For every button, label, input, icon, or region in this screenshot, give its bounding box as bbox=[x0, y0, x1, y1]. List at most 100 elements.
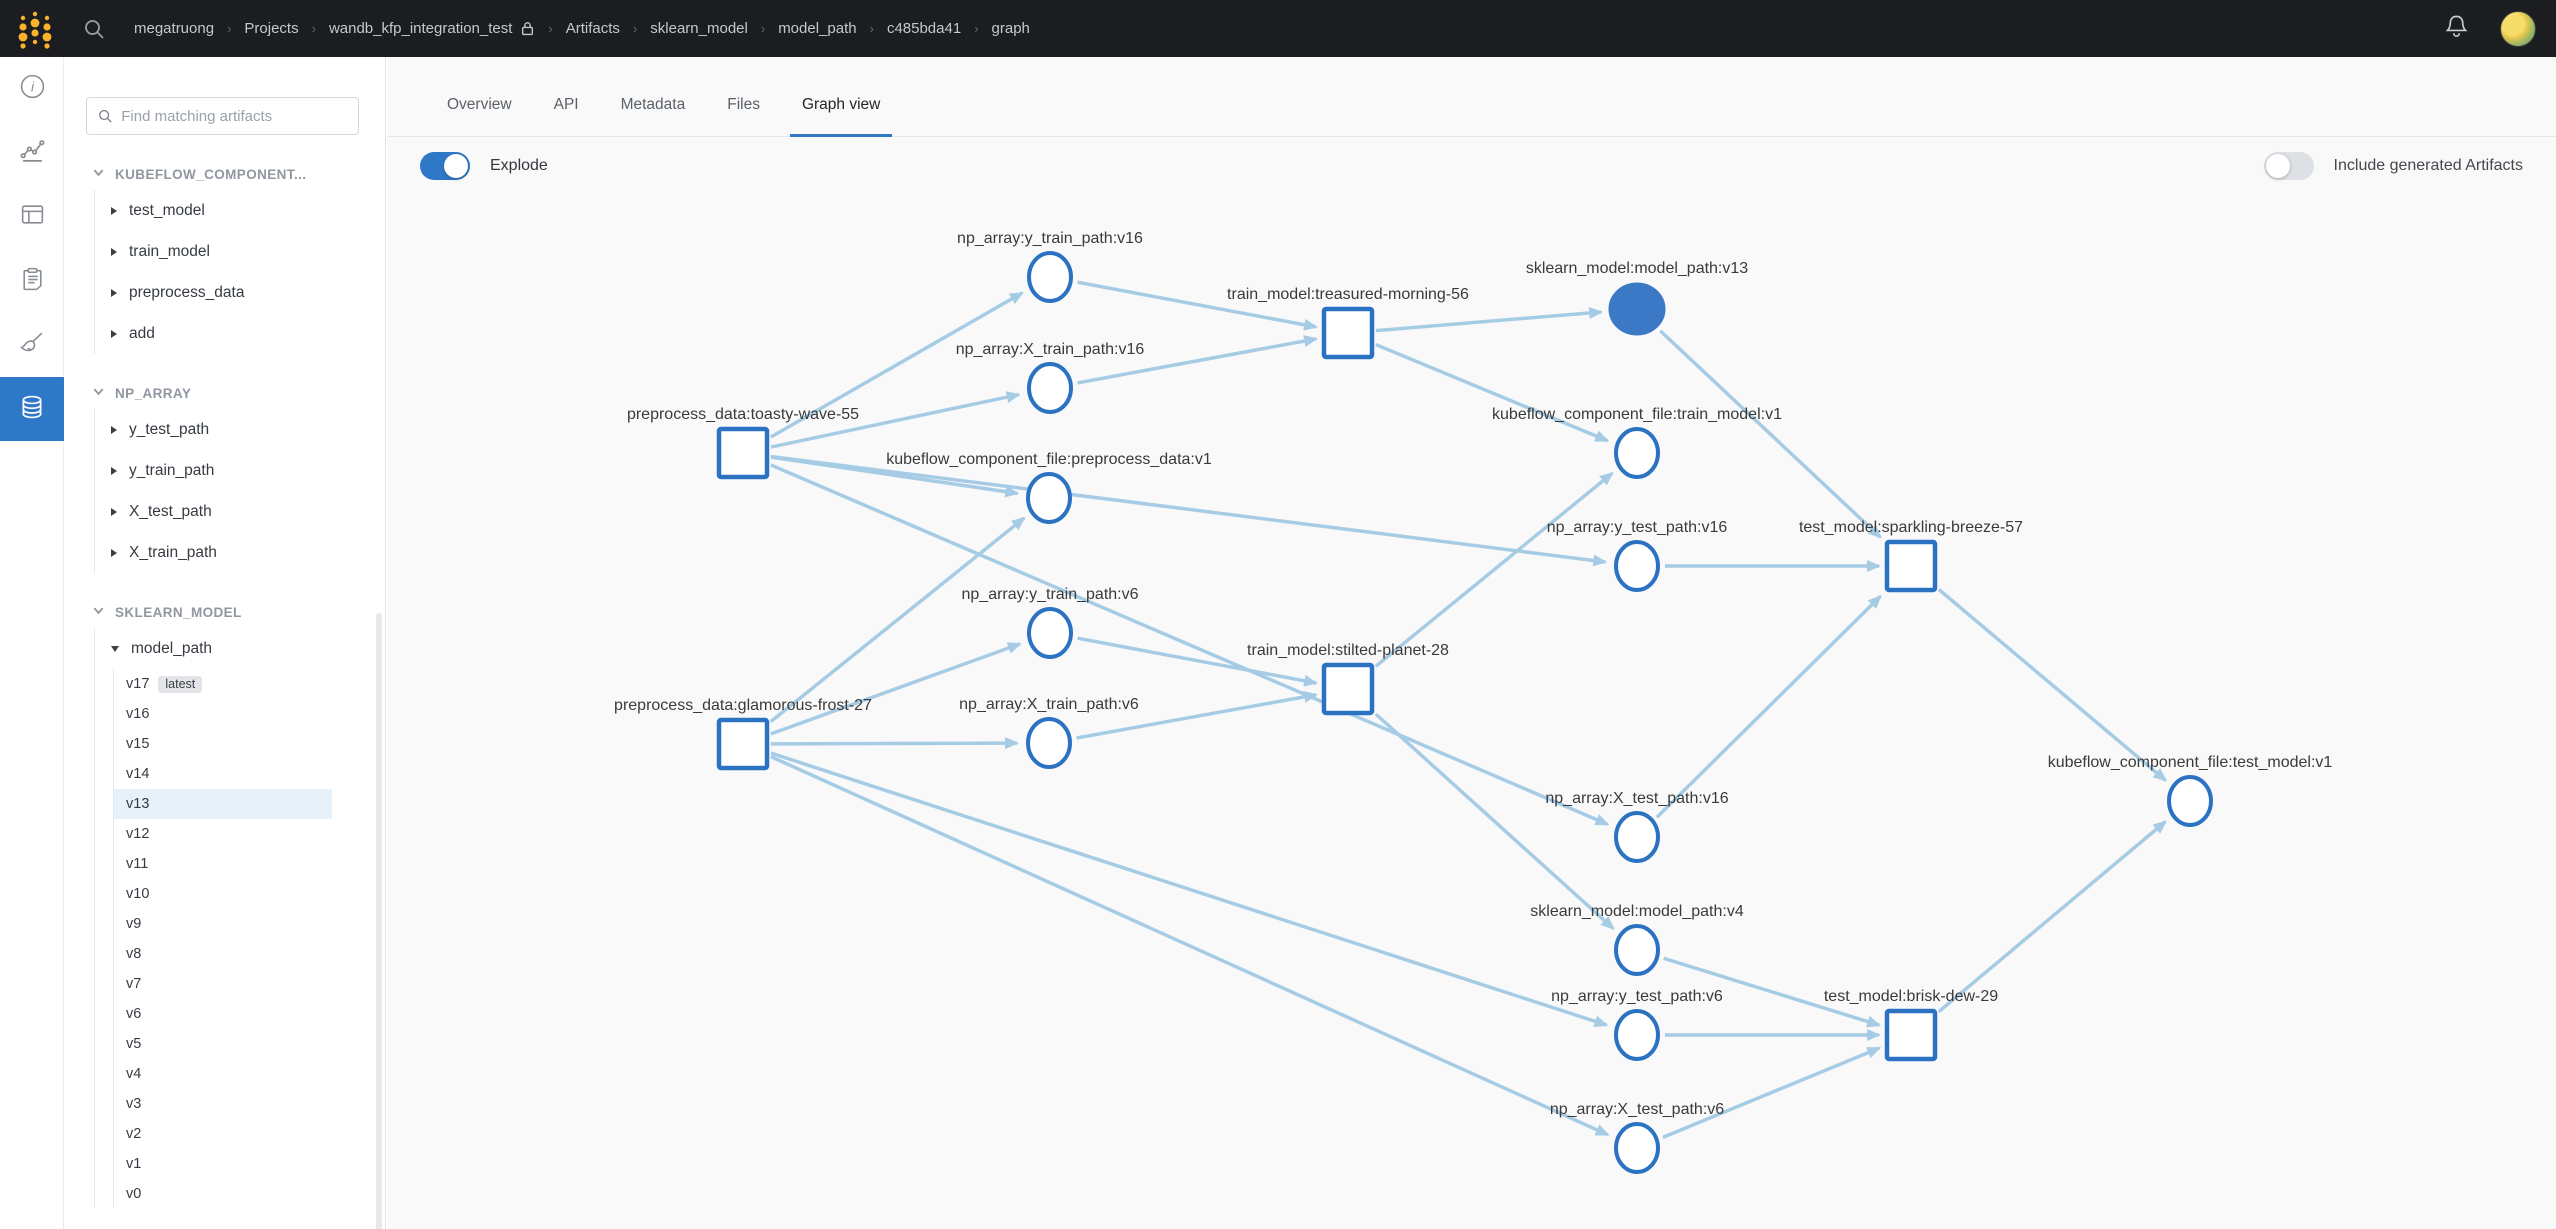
graph-node-X_train16[interactable] bbox=[1027, 362, 1073, 414]
caret-right-icon bbox=[111, 548, 117, 557]
breadcrumb-item-model_path[interactable]: model_path bbox=[778, 20, 857, 37]
tab-bar: Overview API Metadata Files Graph view bbox=[387, 57, 2556, 137]
rail-item-chart[interactable] bbox=[0, 121, 64, 185]
version-row-v11[interactable]: v11 bbox=[114, 849, 332, 879]
broom-icon bbox=[19, 329, 46, 361]
graph-edge-X_test6-brisk bbox=[1662, 1046, 1882, 1139]
breadcrumb-item-graph[interactable]: graph bbox=[991, 20, 1030, 37]
graph-edge-y_train6-stilted bbox=[1077, 636, 1319, 687]
breadcrumb: megatruong›Projects›wandb_kfp_integratio… bbox=[134, 20, 1030, 37]
lock-icon bbox=[520, 21, 535, 36]
version-label: v17 bbox=[126, 676, 150, 692]
tab-graph-view[interactable]: Graph view bbox=[789, 96, 893, 137]
breadcrumb-item-c485bda41[interactable]: c485bda41 bbox=[886, 20, 962, 37]
chevron-down-icon bbox=[92, 604, 105, 622]
graph-node-X_test16[interactable] bbox=[1614, 811, 1660, 863]
version-row-v15[interactable]: v15 bbox=[114, 729, 332, 759]
tree-item-add[interactable]: add bbox=[95, 313, 385, 354]
version-row-v0[interactable]: v0 bbox=[114, 1179, 332, 1209]
breadcrumb-item-Artifacts[interactable]: Artifacts bbox=[565, 20, 620, 37]
version-row-v10[interactable]: v10 bbox=[114, 879, 332, 909]
tree-item-X_test_path[interactable]: X_test_path bbox=[95, 491, 385, 532]
version-label: v4 bbox=[126, 1066, 142, 1082]
version-label: v6 bbox=[126, 1006, 142, 1022]
version-row-v5[interactable]: v5 bbox=[114, 1029, 332, 1059]
artifact-search[interactable] bbox=[86, 97, 359, 135]
graph-node-v13[interactable] bbox=[1608, 282, 1666, 336]
tree-item-test_model[interactable]: test_model bbox=[95, 190, 385, 231]
tree-item-X_train_path[interactable]: X_train_path bbox=[95, 532, 385, 573]
graph-edge-glamorous-X_test6 bbox=[770, 755, 1610, 1137]
search-input[interactable] bbox=[121, 107, 348, 125]
wandb-logo[interactable] bbox=[14, 8, 56, 50]
toggle-knob bbox=[2265, 154, 2290, 178]
version-row-v14[interactable]: v14 bbox=[114, 759, 332, 789]
graph-node-label-X_test6: np_array:X_test_path:v6 bbox=[1550, 1101, 1724, 1118]
graph-node-X_train6[interactable] bbox=[1026, 717, 1072, 769]
version-label: v2 bbox=[126, 1126, 142, 1142]
graph-node-kf_train[interactable] bbox=[1614, 427, 1660, 479]
version-row-v7[interactable]: v7 bbox=[114, 969, 332, 999]
tree-item-model_path[interactable]: model_path bbox=[95, 628, 385, 669]
graph-node-y_test16[interactable] bbox=[1614, 540, 1660, 592]
version-row-v16[interactable]: v16 bbox=[114, 699, 332, 729]
rail-item-database[interactable] bbox=[0, 377, 64, 441]
tree-item-y_test_path[interactable]: y_test_path bbox=[95, 409, 385, 450]
tree-item-preprocess_data[interactable]: preprocess_data bbox=[95, 272, 385, 313]
tree-item-label: preprocess_data bbox=[129, 283, 245, 301]
breadcrumb-item-sklearn_model[interactable]: sklearn_model bbox=[650, 20, 748, 37]
version-row-v12[interactable]: v12 bbox=[114, 819, 332, 849]
avatar[interactable] bbox=[2500, 10, 2536, 47]
caret-right-icon bbox=[111, 247, 117, 256]
version-row-v9[interactable]: v9 bbox=[114, 909, 332, 939]
section-header[interactable]: KUBEFLOW_COMPONENT... bbox=[64, 159, 385, 190]
breadcrumb-item-Projects[interactable]: Projects bbox=[244, 20, 299, 37]
rail-item-clipboard[interactable] bbox=[0, 249, 64, 313]
graph-node-brisk[interactable] bbox=[1884, 1008, 1938, 1062]
version-row-v13[interactable]: v13 bbox=[114, 789, 332, 819]
tree-item-train_model[interactable]: train_model bbox=[95, 231, 385, 272]
graph-node-X_test6[interactable] bbox=[1614, 1122, 1660, 1174]
tab-files[interactable]: Files bbox=[727, 96, 760, 113]
section-header[interactable]: NP_ARRAY bbox=[64, 378, 385, 409]
clipboard-icon bbox=[19, 265, 46, 297]
artifact-sidebar: KUBEFLOW_COMPONENT...test_modeltrain_mod… bbox=[64, 57, 386, 1229]
graph-node-kf_pre[interactable] bbox=[1026, 472, 1072, 524]
graph-node-y_test6[interactable] bbox=[1614, 1009, 1660, 1061]
tab-overview[interactable]: Overview bbox=[447, 96, 512, 113]
version-row-v1[interactable]: v1 bbox=[114, 1149, 332, 1179]
search-icon[interactable] bbox=[82, 17, 106, 41]
tree-item-y_train_path[interactable]: y_train_path bbox=[95, 450, 385, 491]
version-row-v2[interactable]: v2 bbox=[114, 1119, 332, 1149]
tab-api[interactable]: API bbox=[553, 96, 579, 113]
graph-node-y_train6[interactable] bbox=[1027, 607, 1073, 659]
rail-item-broom[interactable] bbox=[0, 313, 64, 377]
graph-node-sparkling[interactable] bbox=[1884, 539, 1938, 593]
tab-metadata[interactable]: Metadata bbox=[620, 96, 686, 113]
graph-node-v4[interactable] bbox=[1614, 924, 1660, 976]
graph-node-glamorous[interactable] bbox=[716, 717, 770, 771]
section-header[interactable]: SKLEARN_MODEL bbox=[64, 597, 385, 628]
rail-item-table[interactable] bbox=[0, 185, 64, 249]
breadcrumb-separator: › bbox=[311, 21, 316, 36]
graph-node-y_train16[interactable] bbox=[1027, 251, 1073, 303]
graph-node-stilted[interactable] bbox=[1321, 662, 1375, 716]
version-row-v6[interactable]: v6 bbox=[114, 999, 332, 1029]
sidebar-scrollbar[interactable] bbox=[376, 613, 382, 1229]
rail-item-info[interactable]: i bbox=[0, 57, 64, 121]
explode-toggle[interactable] bbox=[420, 152, 470, 180]
graph-node-kf_test[interactable] bbox=[2167, 775, 2213, 827]
breadcrumb-item-wandb_kfp_integration_test[interactable]: wandb_kfp_integration_test bbox=[328, 20, 513, 37]
bell-icon[interactable] bbox=[2443, 13, 2470, 45]
include-generated-toggle[interactable] bbox=[2263, 152, 2314, 180]
breadcrumb-item-megatruong[interactable]: megatruong bbox=[134, 20, 215, 37]
version-row-v3[interactable]: v3 bbox=[114, 1089, 332, 1119]
graph-node-toasty[interactable] bbox=[716, 426, 770, 480]
version-row-v8[interactable]: v8 bbox=[114, 939, 332, 969]
version-row-v4[interactable]: v4 bbox=[114, 1059, 332, 1089]
graph-node-treasured[interactable] bbox=[1321, 306, 1375, 360]
